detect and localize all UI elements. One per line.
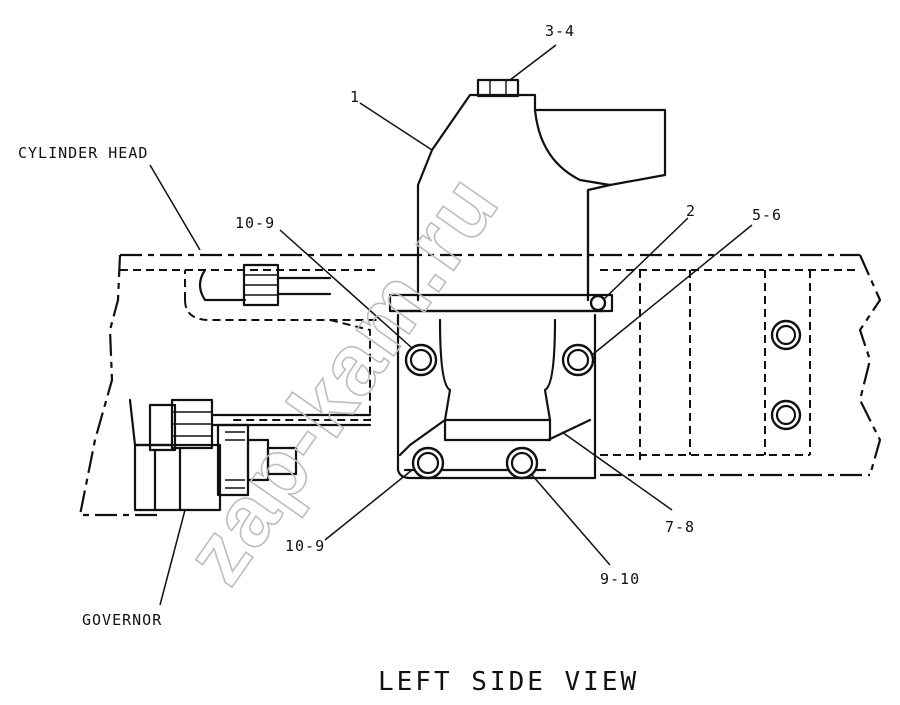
cylinder-head-outline (78, 253, 882, 517)
label-callout-9-10: 9-10 (600, 570, 640, 588)
bolts (404, 319, 802, 480)
view-title: LEFT SIDE VIEW (378, 667, 639, 697)
label-callout-1: 1 (350, 88, 360, 106)
label-callout-10-9-top: 10-9 (235, 214, 275, 232)
label-callout-10-9-bottom: 10-9 (285, 537, 325, 555)
label-governor: GOVERNOR (82, 611, 162, 629)
label-callout-5-6: 5-6 (752, 206, 782, 224)
governor-body (128, 398, 372, 512)
fuel-line-upper (198, 263, 332, 307)
label-callout-3-4: 3-4 (545, 22, 575, 40)
label-callout-2: 2 (686, 202, 696, 220)
fuel-filter-housing (388, 78, 667, 313)
label-callout-7-8: 7-8 (665, 518, 695, 536)
watermark-text: zap-kam.ru (167, 158, 518, 601)
label-cylinder-head: CYLINDER HEAD (18, 144, 148, 162)
leader-lines (149, 44, 753, 606)
